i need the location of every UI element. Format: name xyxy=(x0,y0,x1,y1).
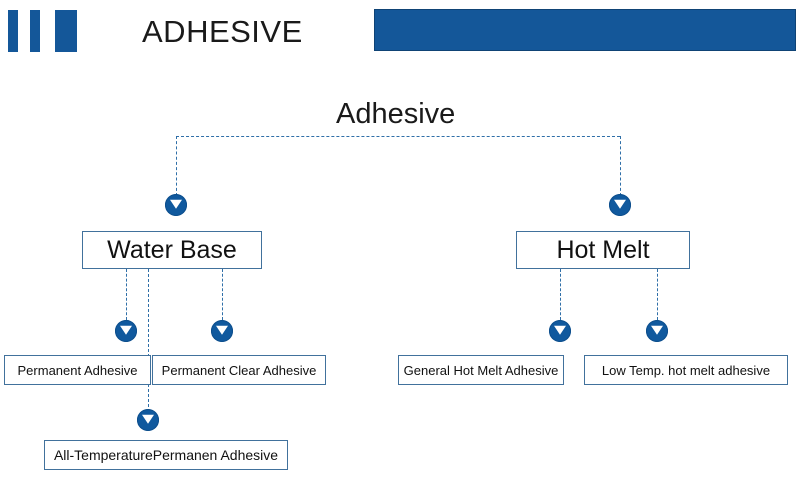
node-all-temperature-permanent-adhesive[interactable]: All-TemperaturePermanen Adhesive xyxy=(44,440,288,470)
node-permanent-clear-adhesive[interactable]: Permanent Clear Adhesive xyxy=(152,355,326,385)
connector-hot-melt-to-general xyxy=(560,269,561,320)
connector-root-to-water-base xyxy=(176,136,177,196)
header-accent-bar xyxy=(374,9,796,51)
logo-bar-icon xyxy=(30,10,40,52)
node-hot-melt[interactable]: Hot Melt xyxy=(516,231,690,269)
root-node-label: Adhesive xyxy=(336,98,456,130)
arrow-to-general-hot-melt xyxy=(549,320,571,342)
arrow-to-all-temperature xyxy=(137,409,159,431)
connector-hot-melt-to-low-temp xyxy=(657,269,658,320)
node-permanent-adhesive[interactable]: Permanent Adhesive xyxy=(4,355,151,385)
node-low-temp-hot-melt-adhesive[interactable]: Low Temp. hot melt adhesive xyxy=(584,355,788,385)
connector-root-spine xyxy=(176,136,620,137)
arrow-to-permanent-adhesive xyxy=(115,320,137,342)
connector-root-to-hot-melt xyxy=(620,136,621,196)
page-title: ADHESIVE xyxy=(142,14,303,49)
arrow-to-permanent-clear-adhesive xyxy=(211,320,233,342)
arrow-to-low-temp-hot-melt xyxy=(646,320,668,342)
arrow-to-water-base xyxy=(165,194,187,216)
logo-bar-icon xyxy=(8,10,18,52)
connector-water-base-to-permanent-clear-adhesive xyxy=(222,269,223,320)
logo-bar-icon xyxy=(55,10,77,52)
connector-water-base-to-permanent-adhesive xyxy=(126,269,127,320)
arrow-to-hot-melt xyxy=(609,194,631,216)
node-water-base[interactable]: Water Base xyxy=(82,231,262,269)
node-general-hot-melt-adhesive[interactable]: General Hot Melt Adhesive xyxy=(398,355,564,385)
connector-water-base-to-all-temperature xyxy=(148,269,149,412)
